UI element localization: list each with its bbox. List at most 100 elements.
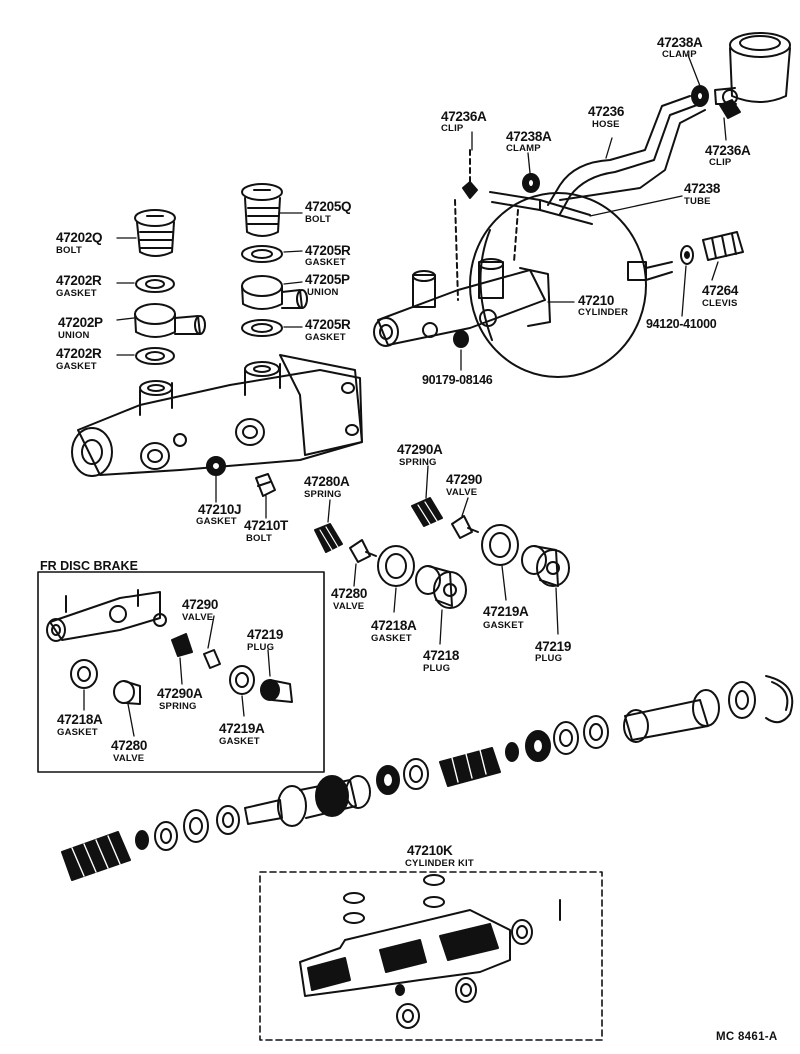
svg-text:47202R: 47202R	[56, 273, 102, 288]
plug-47219-drawing	[521, 545, 570, 587]
svg-text:47210T: 47210T	[244, 518, 289, 533]
svg-text:47205Q: 47205Q	[305, 199, 351, 214]
svg-text:PLUG: PLUG	[247, 642, 274, 653]
svg-text:CYLINDER: CYLINDER	[578, 307, 628, 318]
label-47236a-top: 47236A CLIP	[705, 143, 751, 168]
inset-title: FR DISC BRAKE	[40, 559, 138, 573]
svg-text:PLUG: PLUG	[535, 653, 562, 664]
svg-text:47205P: 47205P	[305, 272, 350, 287]
label-47205q: 47205Q BOLT	[305, 199, 352, 225]
union-47202p-drawing	[134, 303, 206, 338]
spring-47290a-drawing	[411, 497, 443, 527]
svg-text:UNION: UNION	[58, 330, 90, 341]
reference-code: MC 8461-A	[716, 1031, 778, 1043]
svg-text:47205R: 47205R	[305, 243, 351, 258]
clip-right-drawing	[719, 99, 741, 119]
svg-text:47219: 47219	[535, 639, 571, 654]
label-47202p: 47202P UNION	[58, 315, 103, 341]
bolt-47210t-drawing	[255, 473, 276, 497]
label-47202r-b: 47202R GASKET	[56, 346, 102, 372]
label-47290a: 47290A SPRING	[397, 442, 443, 468]
svg-text:47238A: 47238A	[657, 35, 703, 50]
svg-text:47210: 47210	[578, 293, 614, 308]
svg-text:SPRING: SPRING	[159, 701, 197, 712]
inset-valve-280-drawing	[113, 680, 141, 705]
label-47205r-b: 47205R GASKET	[305, 317, 351, 343]
svg-text:47219: 47219	[247, 627, 283, 642]
plug-47218-drawing	[415, 565, 467, 609]
svg-text:47205R: 47205R	[305, 317, 351, 332]
label-47236-hose: 47236 HOSE	[588, 104, 625, 130]
clevis-drawing	[702, 231, 744, 261]
svg-text:VALVE: VALVE	[446, 487, 477, 498]
label-47290: 47290 VALVE	[446, 472, 482, 498]
label-47280: 47280 VALVE	[331, 586, 367, 612]
inset-valve-drawing	[203, 649, 221, 669]
cylinder-kit-drawing	[299, 874, 561, 1029]
label-47219a: 47219A GASKET	[483, 604, 529, 631]
label-47218a: 47218A GASKET	[371, 618, 417, 644]
svg-text:GASKET: GASKET	[305, 332, 346, 343]
svg-text:GASKET: GASKET	[56, 288, 97, 299]
svg-text:GASKET: GASKET	[56, 361, 97, 372]
svg-text:47280A: 47280A	[304, 474, 350, 489]
clip-left-drawing	[462, 149, 478, 199]
svg-text:47210J: 47210J	[198, 502, 241, 517]
bolt-47202q-drawing	[134, 209, 176, 257]
svg-text:GASKET: GASKET	[219, 736, 260, 747]
svg-text:CLEVIS: CLEVIS	[702, 298, 738, 309]
label-47236a-left: 47236A CLIP	[441, 109, 487, 134]
svg-text:SPRING: SPRING	[304, 489, 342, 500]
inset-spring-drawing	[171, 633, 193, 657]
svg-text:BOLT: BOLT	[246, 533, 272, 544]
master-cylinder-small-drawing	[373, 199, 551, 347]
label-47280a: 47280A SPRING	[304, 474, 350, 500]
master-cylinder-body-drawing	[71, 354, 363, 477]
clamp-top-drawing	[691, 85, 709, 107]
large-spring	[61, 831, 131, 881]
label-inset-47219a: 47219A GASKET	[219, 721, 265, 747]
svg-text:47218A: 47218A	[57, 712, 103, 727]
label-47210k: 47210K CYLINDER KIT	[405, 843, 474, 869]
svg-text:VALVE: VALVE	[113, 753, 144, 764]
label-94120-41000: 94120-41000	[646, 317, 717, 331]
svg-text:PLUG: PLUG	[423, 663, 450, 674]
valve-47290-drawing	[451, 515, 479, 539]
svg-text:47280: 47280	[331, 586, 367, 601]
gasket-47219a-drawing	[481, 524, 519, 566]
reservoir-drawing	[714, 32, 791, 105]
part-labels: 47238A CLAMP 47236 HOSE 47236A CLIP 4723…	[40, 35, 778, 1043]
piston-assembly-drawing	[61, 675, 794, 881]
gasket-47205r-a-drawing	[241, 245, 283, 263]
svg-text:47210K: 47210K	[407, 843, 453, 858]
svg-text:47236A: 47236A	[441, 109, 487, 124]
svg-text:CLIP: CLIP	[441, 123, 464, 134]
svg-text:CLAMP: CLAMP	[662, 49, 697, 60]
svg-text:CLIP: CLIP	[709, 157, 732, 168]
svg-text:47238A: 47238A	[506, 129, 552, 144]
svg-text:VALVE: VALVE	[182, 612, 213, 623]
leader-lines	[83, 54, 727, 737]
svg-text:47202Q: 47202Q	[56, 230, 102, 245]
svg-text:GASKET: GASKET	[371, 633, 412, 644]
nut-94120-drawing	[680, 245, 694, 265]
svg-text:47219A: 47219A	[483, 604, 529, 619]
svg-text:SPRING: SPRING	[399, 457, 437, 468]
label-inset-47290a: 47290A SPRING	[157, 686, 203, 712]
svg-text:TUBE: TUBE	[684, 196, 711, 207]
gasket-47218a-drawing	[377, 545, 415, 587]
svg-text:47290A: 47290A	[157, 686, 203, 701]
label-47238a-mid: 47238A CLAMP	[506, 129, 552, 154]
label-47210t: 47210T BOLT	[244, 518, 289, 544]
inset-gasket-219a-drawing	[229, 665, 255, 695]
label-47202q: 47202Q BOLT	[56, 230, 103, 256]
svg-text:BOLT: BOLT	[56, 245, 82, 256]
label-47210j: 47210J GASKET	[196, 502, 242, 527]
svg-text:47219A: 47219A	[219, 721, 265, 736]
svg-text:GASKET: GASKET	[483, 620, 524, 631]
brake-booster-drawing	[469, 192, 673, 378]
gasket-47205r-b-drawing	[241, 319, 283, 337]
svg-text:47236: 47236	[588, 104, 625, 119]
svg-text:GASKET: GASKET	[196, 516, 237, 527]
